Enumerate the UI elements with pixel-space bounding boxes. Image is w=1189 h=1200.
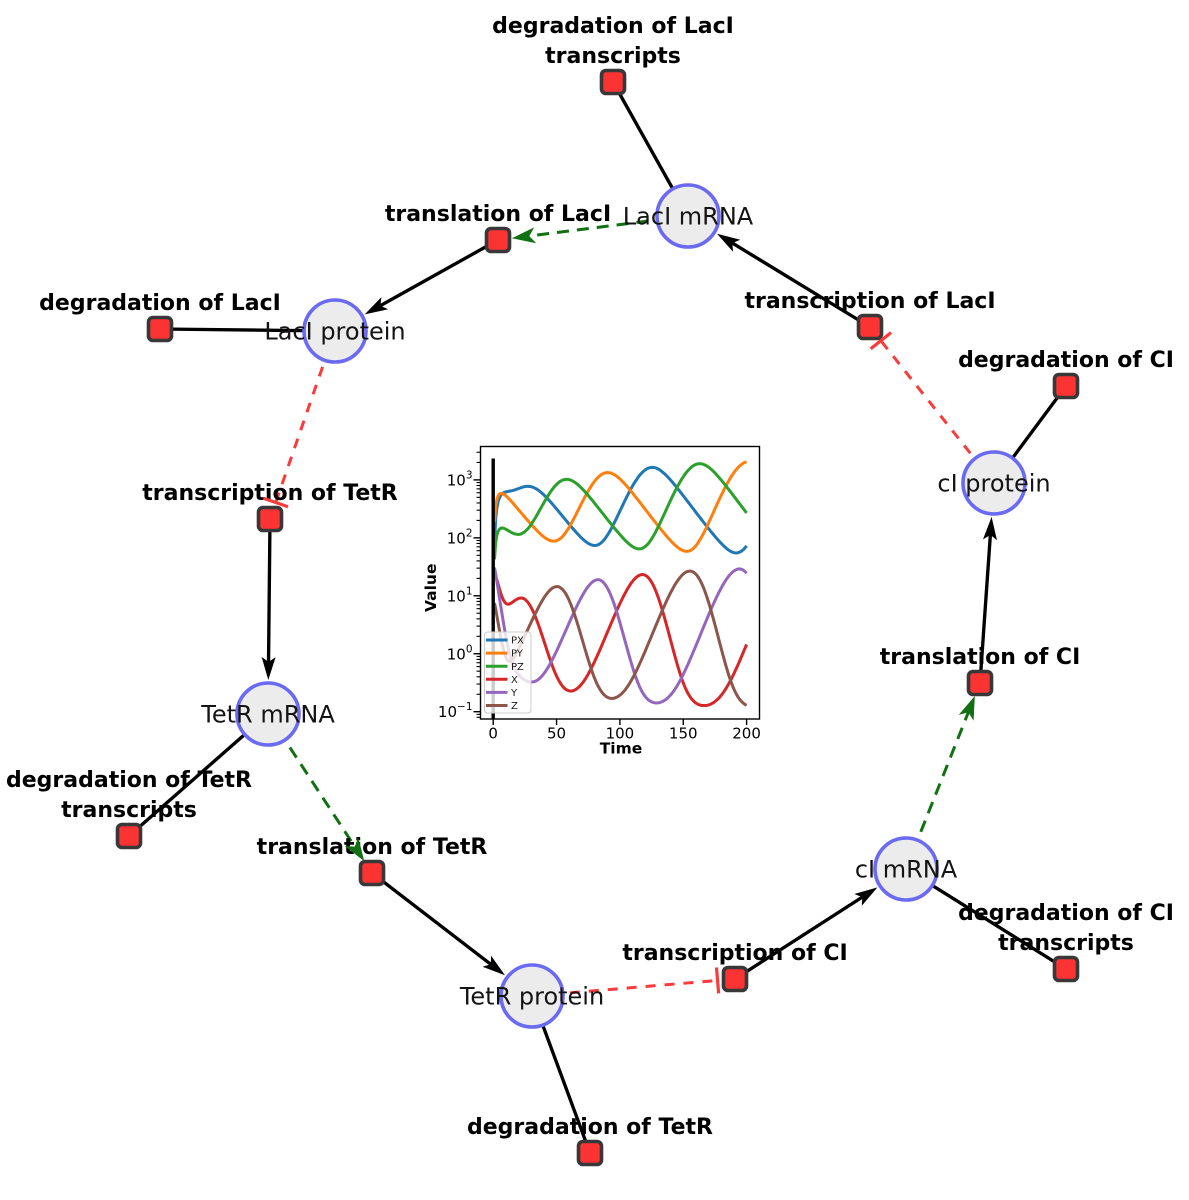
arrowhead-activation [511, 227, 537, 244]
y-tick-label: 100 [447, 643, 473, 663]
arrowhead-production [261, 656, 276, 680]
reaction-label-deg_lacI_tr: transcripts [545, 44, 681, 69]
reaction-node-deg_tetR_tr [115, 822, 143, 850]
reaction-label-deg_tetR_tr: transcripts [61, 798, 197, 823]
arrowhead-activation [958, 696, 975, 721]
edge-production-transl_tetR-tetR_protein [370, 871, 492, 966]
reaction-label-transl_tetR: translation of TetR [257, 835, 488, 860]
reaction-label-deg_cI_tr: transcripts [998, 931, 1134, 956]
legend-label-X: X [511, 675, 518, 686]
reaction-node-transc_cI [721, 965, 749, 993]
x-tick-label: 50 [547, 725, 566, 743]
reaction-label-transl_cI: translation of CI [880, 645, 1081, 670]
species-node-lacI_protein [302, 298, 368, 364]
species-label-cI_protein: cI protein [937, 470, 1050, 498]
reaction-node-transc_lacI [856, 313, 884, 341]
reaction-node-deg_lacI [146, 315, 174, 343]
x-tick-label: 100 [606, 725, 635, 743]
arrowhead-production [717, 233, 741, 252]
species-label-cI_mRNA: cI mRNA [855, 856, 958, 884]
reaction-node-deg_cI [1052, 372, 1080, 400]
x-tick-label: 0 [488, 725, 498, 743]
species-label-tetR_mRNA: TetR mRNA [200, 701, 335, 729]
species-node-tetR_mRNA [235, 681, 301, 747]
reaction-node-transc_tetR [256, 505, 284, 533]
reaction-node-transl_cI [966, 669, 994, 697]
edge-production-transl_lacI-lacI_protein [379, 238, 499, 308]
reaction-label-transc_lacI: transcription of LacI [744, 289, 995, 314]
reaction-node-transl_tetR [358, 859, 386, 887]
reaction-label-deg_cI: degradation of CI [958, 348, 1174, 373]
edge-production-transl_cI-cI_protein [978, 534, 993, 684]
reaction-label-deg_cI_tr: degradation of CI [958, 901, 1174, 926]
edge-inhibition-tetR_protein-transc_cI [531, 978, 718, 998]
arrowhead-production [482, 955, 505, 976]
inhibition-tbar [262, 496, 289, 509]
x-tick-label: 150 [669, 725, 698, 743]
species-label-lacI_protein: LacI protein [264, 318, 405, 346]
species-node-cI_mRNA [873, 836, 939, 902]
reaction-label-deg_lacI: degradation of LacI [39, 291, 281, 316]
reaction-node-deg_tetR [576, 1139, 604, 1167]
reaction-label-deg_lacI_tr: degradation of LacI [492, 14, 734, 39]
edge-production-transc_tetR-tetR_mRNA [266, 518, 272, 663]
inhibition-tbar [714, 967, 721, 994]
reaction-label-transl_lacI: translation of LacI [385, 202, 611, 227]
arrowhead-layer [261, 227, 997, 994]
species-node-tetR_protein [499, 963, 565, 1029]
arrowhead-production [983, 516, 997, 541]
legend-box [484, 631, 532, 714]
y-tick-label: 101 [447, 585, 473, 605]
reaction-label-deg_tetR: degradation of TetR [467, 1115, 713, 1140]
series-line-Z [493, 569, 748, 707]
arrowhead-production [364, 297, 389, 315]
legend-label-Z: Z [511, 701, 518, 712]
legend-label-PX: PX [511, 636, 524, 647]
species-label-lacI_mRNA: LacI mRNA [623, 203, 754, 231]
series-line-PX [492, 465, 748, 555]
series-line-X [493, 573, 748, 707]
reaction-node-deg_lacI_tr [599, 68, 627, 96]
legend-label-Y: Y [510, 688, 518, 699]
species-node-cI_protein [961, 450, 1027, 516]
x-axis-label: Time [600, 740, 643, 758]
series-line-PZ [492, 462, 748, 560]
y-tick-label: 103 [447, 469, 473, 489]
x-tick-label: 200 [732, 725, 761, 743]
series-line-Y [492, 567, 748, 705]
reaction-node-deg_cI_tr [1052, 955, 1080, 983]
edge-production-transc_cI-cI_mRNA [734, 895, 864, 981]
reaction-label-deg_tetR_tr: degradation of TetR [6, 768, 252, 793]
reaction-label-transc_tetR: transcription of TetR [142, 481, 398, 506]
reaction-node-transl_lacI [484, 226, 512, 254]
arrowhead-production [854, 887, 878, 906]
species-node-lacI_mRNA [655, 183, 721, 249]
edge-production-transc_lacI-lacI_mRNA [731, 241, 871, 329]
curve-layer [492, 460, 748, 707]
legend-label-PY: PY [511, 649, 524, 660]
y-tick-label: 102 [447, 527, 473, 547]
label-layer: degradation of LacI transcripts translatio… [6, 14, 1174, 1140]
y-tick-label: 10−1 [438, 701, 473, 721]
reaction-label-transc_cI: transcription of CI [622, 941, 847, 966]
y-axis-label: Value [422, 564, 440, 612]
arrowhead-activation [344, 837, 365, 862]
series-line-PY [492, 460, 748, 553]
species-label-tetR_protein: TetR protein [459, 983, 604, 1011]
node-layer [115, 68, 1080, 1167]
legend-label-PZ: PZ [511, 662, 524, 673]
inhibition-tbar [869, 331, 893, 351]
